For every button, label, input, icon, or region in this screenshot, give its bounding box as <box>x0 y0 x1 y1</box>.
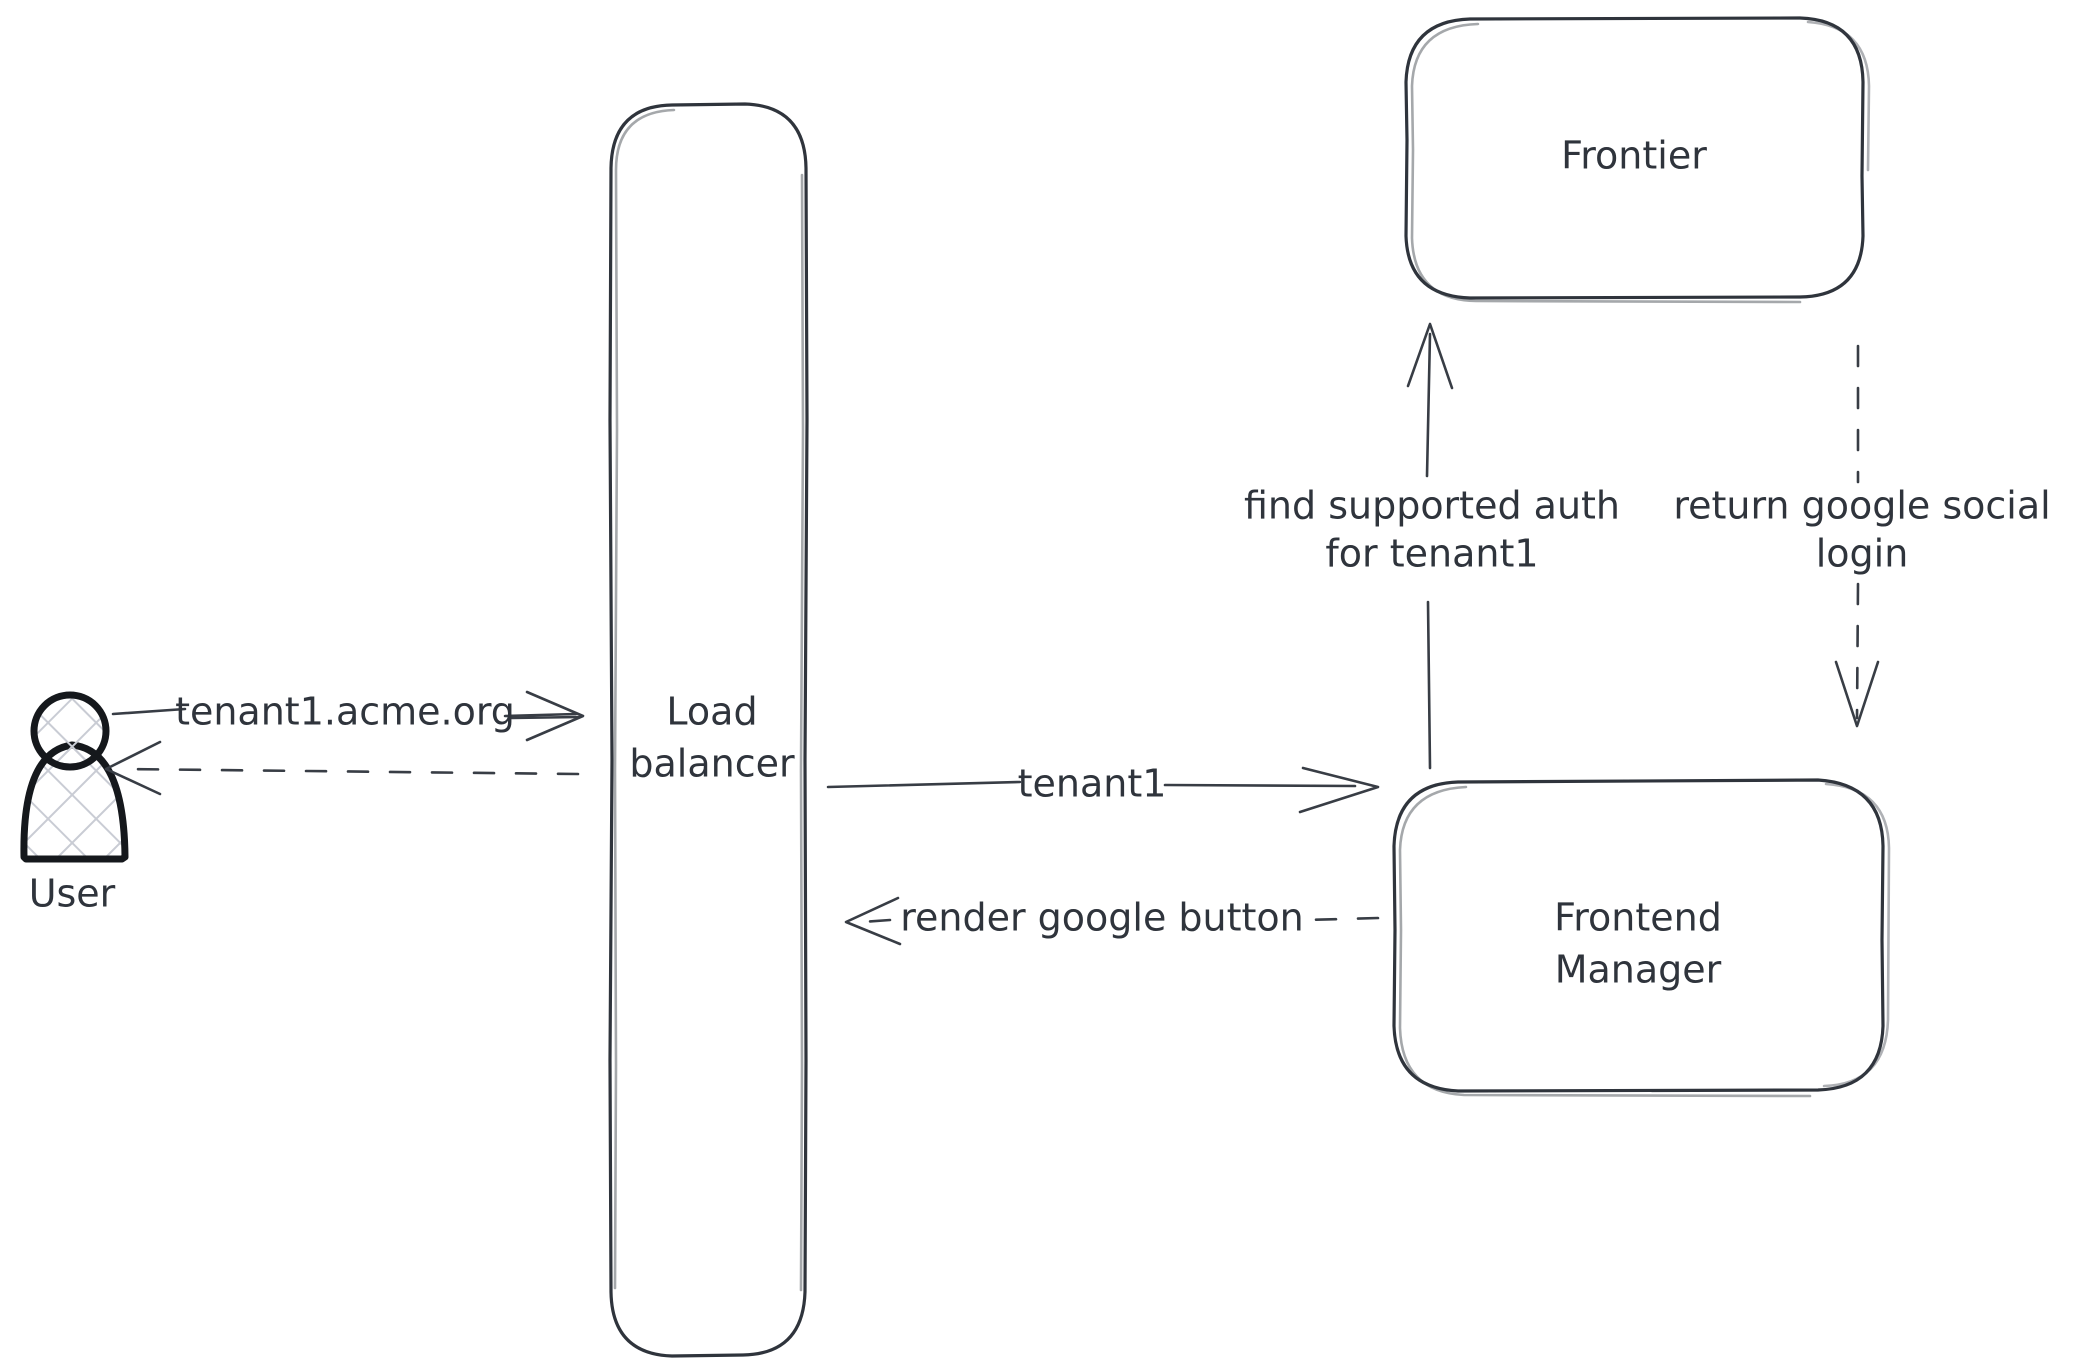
edge-lb-to-fm-label: tenant1 <box>1018 762 1167 806</box>
load-balancer-outline-sketch3 <box>799 173 805 1292</box>
user-label: User <box>29 872 116 916</box>
edge-lb-to-fm[interactable]: tenant1 <box>826 762 1380 814</box>
edge-lb-to-fm-line-right <box>1163 783 1357 788</box>
edge-fm-to-lb-label: render google button <box>900 896 1304 940</box>
edge-lb-to-fm-line-left <box>826 780 1022 789</box>
edge-fm-to-lb-line-right <box>1303 916 1380 922</box>
edge-frontier-to-fm-line-lower <box>1855 582 1860 720</box>
frontend-manager-outline <box>1392 778 1885 1093</box>
edge-fm-to-frontier[interactable]: find supported auth for tenant1 <box>1244 322 1620 770</box>
frontend-manager-outline-sketch3 <box>1822 782 1891 1088</box>
user-body-fill <box>23 748 124 858</box>
edge-frontier-to-fm-arrowhead <box>1834 660 1880 728</box>
edge-fm-to-frontier-line-upper <box>1425 332 1432 478</box>
edge-fm-to-frontier-label-line2: for tenant1 <box>1325 532 1538 576</box>
user-head-icon <box>30 691 110 771</box>
edge-lb-to-user[interactable] <box>104 740 580 796</box>
edge-fm-to-frontier-line-lower <box>1426 600 1432 770</box>
edge-frontier-to-fm-label-line2: login <box>1816 532 1909 576</box>
edge-fm-to-frontier-arrowhead <box>1406 322 1454 390</box>
edge-fm-to-lb-line-left <box>860 918 892 924</box>
frontier-outline <box>1404 16 1865 300</box>
edge-user-to-lb[interactable]: tenant1.acme.org <box>111 690 585 742</box>
frontier-label: Frontier <box>1561 134 1707 178</box>
load-balancer-outline-sketch2 <box>613 108 676 1290</box>
frontend-manager-label-line2: Manager <box>1555 948 1722 992</box>
edge-user-to-lb-line-left <box>111 707 187 716</box>
edge-user-to-lb-line-right <box>503 712 578 718</box>
node-frontend-manager[interactable]: Frontend Manager <box>1392 778 1891 1098</box>
edge-fm-to-lb-arrowhead <box>844 896 902 946</box>
actor-user[interactable]: User <box>20 691 129 916</box>
edge-fm-to-frontier-label-line1: find supported auth <box>1244 484 1620 528</box>
load-balancer-outline <box>608 102 809 1358</box>
load-balancer-label-line1: Load <box>666 690 757 734</box>
edge-lb-to-user-arrowhead <box>104 740 162 796</box>
edge-user-to-lb-arrowhead <box>525 690 585 742</box>
user-head-fill <box>34 695 106 767</box>
edge-user-to-lb-line-right2 <box>510 715 582 720</box>
load-balancer-label-line2: balancer <box>629 742 795 786</box>
edge-lb-to-fm-arrowhead <box>1298 766 1380 814</box>
edge-frontier-to-fm-label-line1: return google social <box>1673 484 2050 528</box>
frontier-outline-sketch2 <box>1410 22 1802 304</box>
frontier-outline-sketch3 <box>1806 20 1871 172</box>
node-frontier[interactable]: Frontier <box>1404 16 1871 304</box>
node-load-balancer[interactable]: Load balancer <box>608 102 809 1358</box>
edge-frontier-to-fm[interactable]: return google social login <box>1673 344 2051 728</box>
edge-lb-to-user-line <box>122 767 580 776</box>
edge-user-to-lb-label: tenant1.acme.org <box>175 690 515 734</box>
edge-fm-to-lb[interactable]: render google button <box>844 896 1380 946</box>
frontend-manager-label-line1: Frontend <box>1554 896 1722 940</box>
frontend-manager-outline-sketch2 <box>1398 785 1812 1098</box>
